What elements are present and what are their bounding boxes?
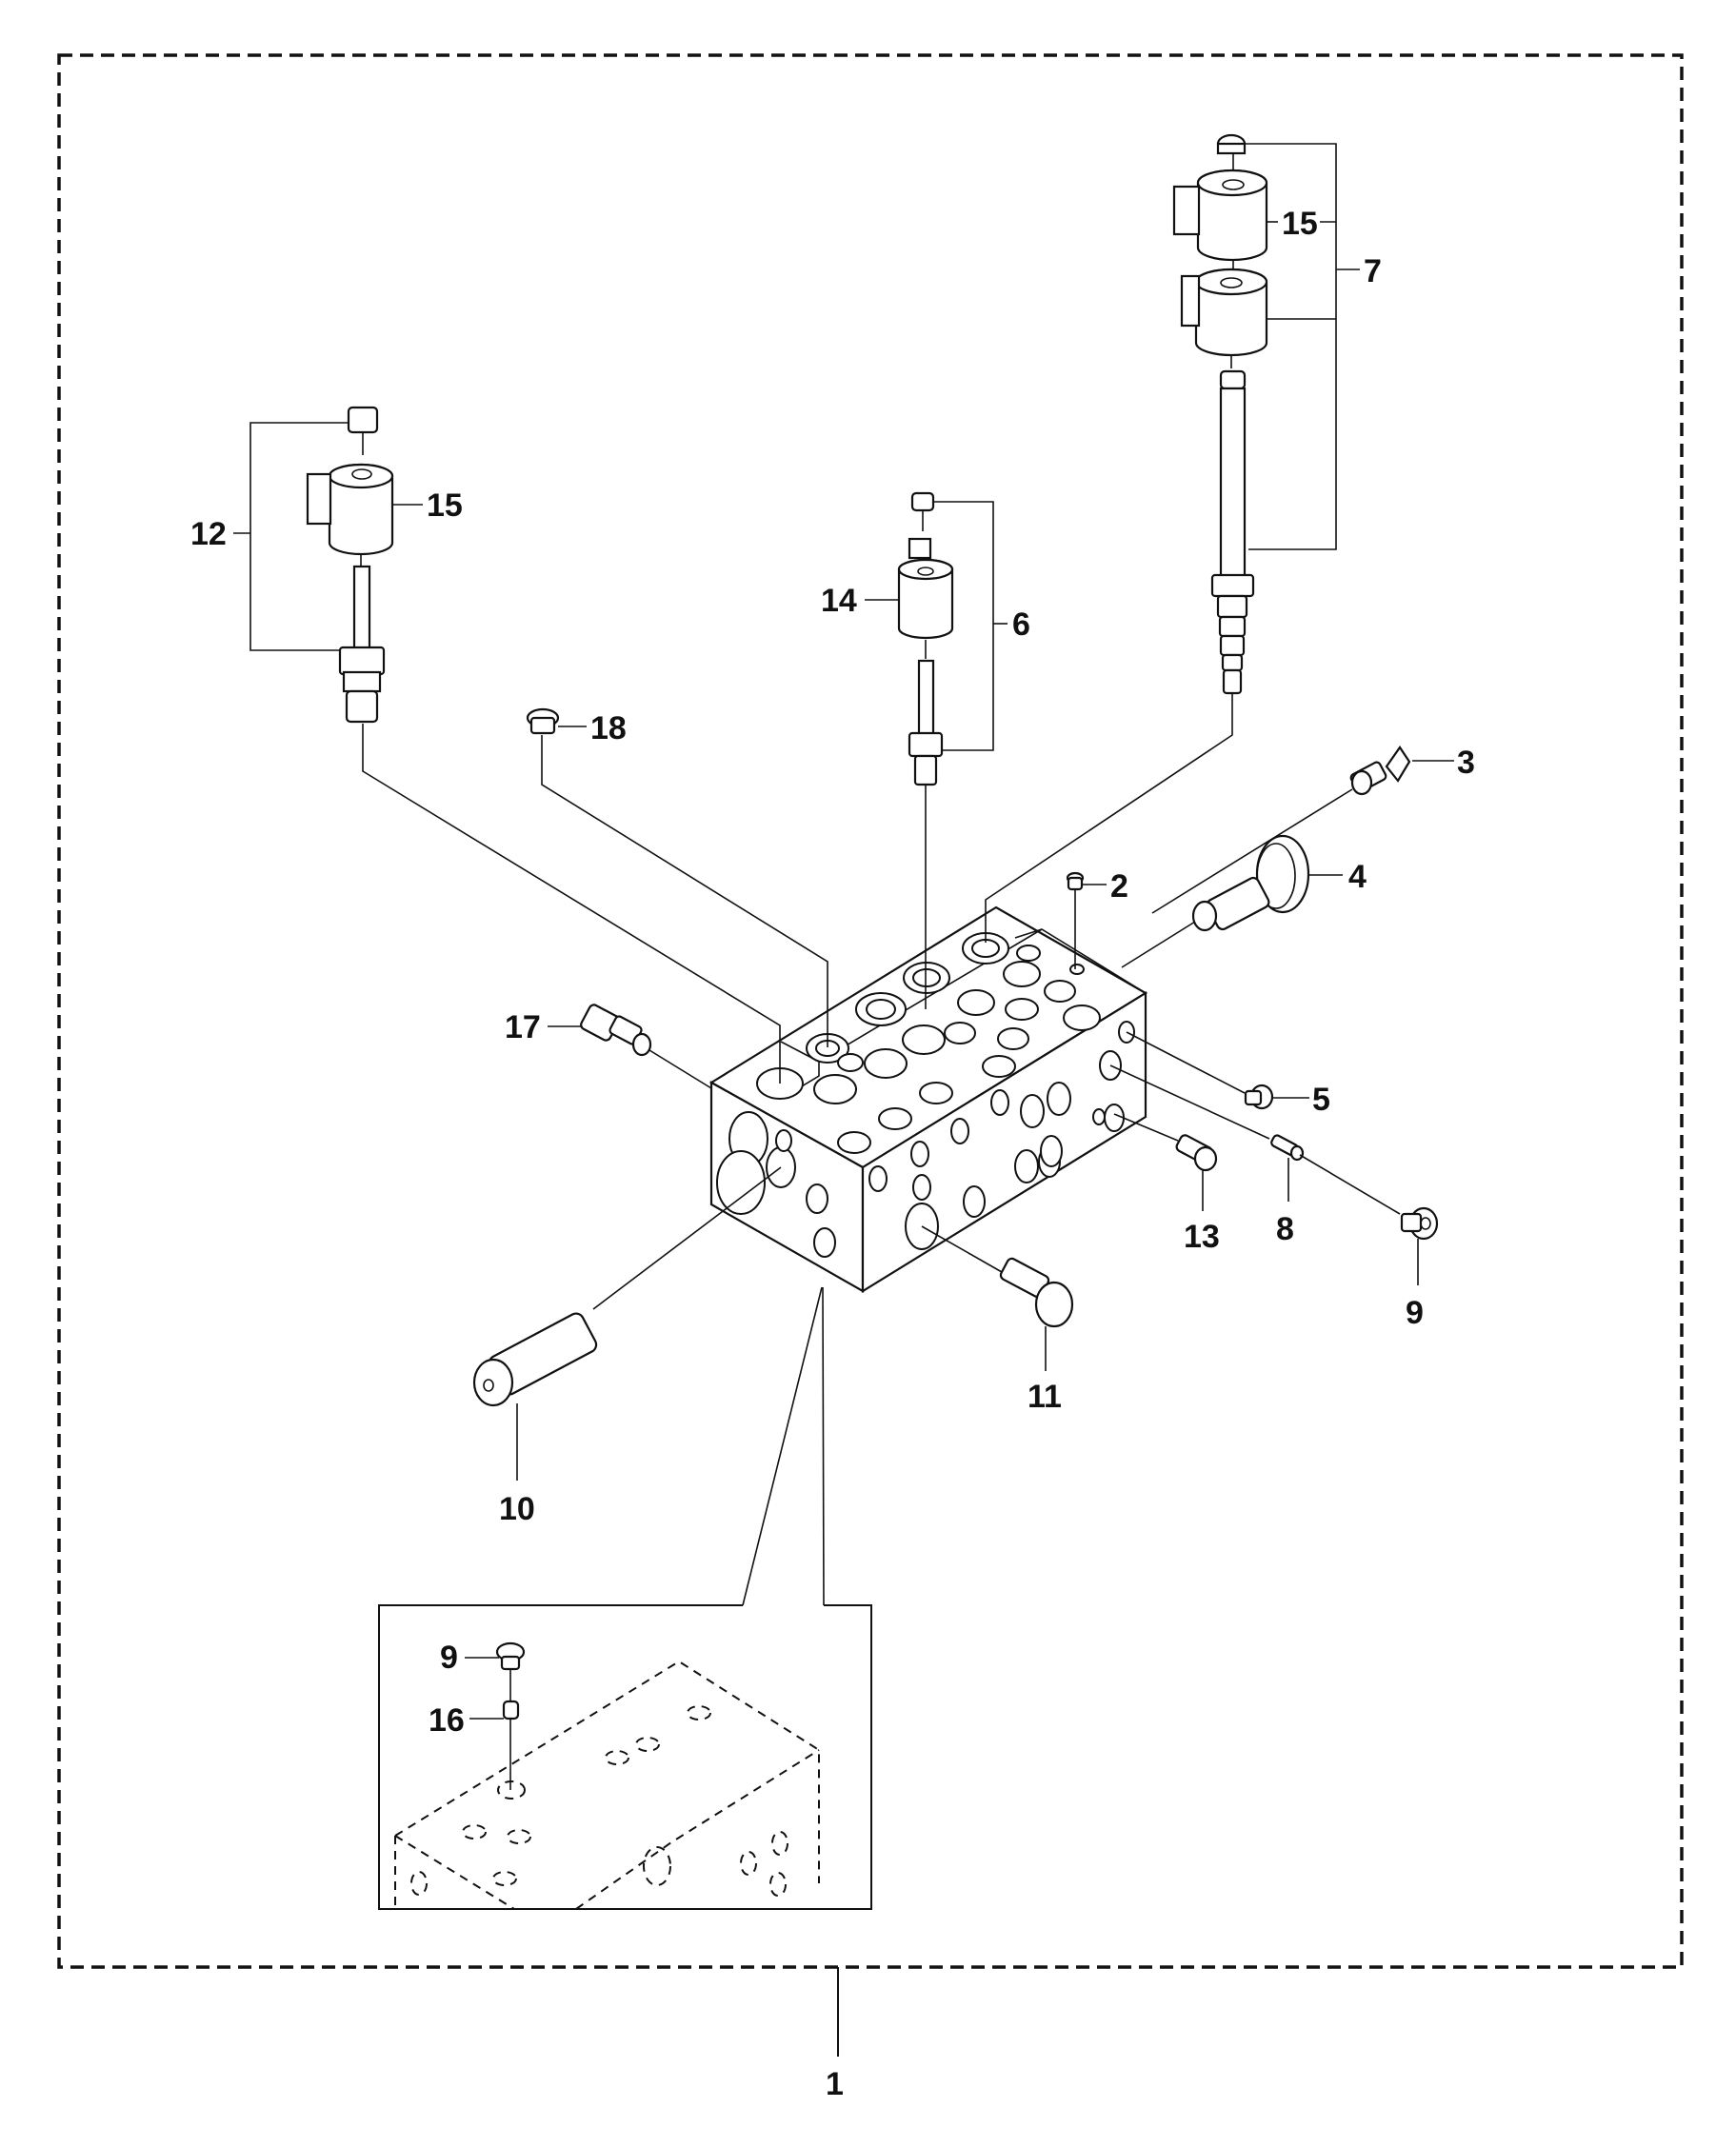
callout-4[interactable]: 4 bbox=[1348, 859, 1367, 895]
callout-11[interactable]: 11 bbox=[1028, 1379, 1062, 1415]
callout-14[interactable]: 14 bbox=[821, 583, 857, 619]
detail-inset bbox=[378, 1604, 872, 1910]
callout-5[interactable]: 5 bbox=[1312, 1082, 1330, 1118]
part-11-check-valve[interactable] bbox=[999, 1257, 1074, 1328]
leader-9-to-block bbox=[1299, 1154, 1401, 1215]
callout-12[interactable]: 12 bbox=[190, 516, 227, 552]
callout-16[interactable]: 17 bbox=[505, 1009, 541, 1045]
leader-5-to-block bbox=[1126, 1031, 1246, 1094]
leader-3-to-block bbox=[1151, 788, 1353, 914]
part-2-plug[interactable] bbox=[1066, 871, 1085, 891]
part-8-orifice-insert[interactable] bbox=[1270, 1134, 1305, 1162]
callout-15-right[interactable]: 15 bbox=[1282, 206, 1318, 242]
part-4-cartridge-valve[interactable] bbox=[1191, 834, 1310, 932]
callout-10[interactable]: 10 bbox=[499, 1491, 535, 1527]
leader-detail-a bbox=[742, 1286, 823, 1606]
callout-1[interactable]: 1 bbox=[826, 2066, 844, 2102]
leader-7-to-block bbox=[985, 693, 1233, 943]
leader-12-to-block bbox=[362, 724, 781, 1084]
callout-3[interactable]: 3 bbox=[1457, 745, 1475, 781]
part-6-solenoid-valve[interactable] bbox=[897, 491, 954, 786]
part-16-cartridge-valve[interactable] bbox=[579, 1004, 652, 1057]
leader-4-to-block bbox=[1121, 921, 1196, 968]
leader-7-bracket bbox=[1245, 143, 1337, 550]
part-12-solenoid-valve[interactable] bbox=[306, 406, 394, 724]
callout-9[interactable]: 9 bbox=[1406, 1295, 1424, 1331]
leader-18-to-block bbox=[541, 735, 828, 1047]
leader-detail-b bbox=[822, 1286, 825, 1606]
leader-8-to-block bbox=[1109, 1064, 1270, 1140]
callout-17[interactable]: 16 bbox=[429, 1702, 465, 1739]
leader-6-bracket bbox=[933, 501, 994, 751]
part-5-plug[interactable] bbox=[1244, 1084, 1274, 1110]
leader-16-to-block bbox=[649, 1049, 712, 1089]
assembly-boundary bbox=[57, 53, 1684, 1969]
part-18-plug[interactable] bbox=[526, 707, 560, 735]
leader-13-to-block bbox=[1113, 1113, 1179, 1142]
callout-7[interactable]: 7 bbox=[1364, 253, 1382, 289]
callout-2[interactable]: 2 bbox=[1110, 868, 1128, 905]
part-10-relief-valve[interactable] bbox=[472, 1311, 599, 1407]
leader-12-bracket bbox=[249, 422, 349, 651]
valve-block[interactable] bbox=[708, 905, 1148, 1293]
callout-15-left[interactable]: 15 bbox=[427, 487, 463, 524]
callout-8[interactable]: 8 bbox=[1276, 1211, 1294, 1247]
callout-9-detail[interactable]: 9 bbox=[440, 1640, 458, 1676]
part-7-double-solenoid-valve[interactable] bbox=[1172, 133, 1268, 695]
part-3-cartridge-valve[interactable] bbox=[1349, 746, 1411, 796]
leader-11-to-block bbox=[921, 1225, 1003, 1273]
part-9-plug[interactable] bbox=[1400, 1206, 1439, 1241]
callout-13[interactable]: 13 bbox=[1184, 1219, 1220, 1255]
callout-6[interactable]: 6 bbox=[1012, 607, 1030, 643]
part-13-check-insert[interactable] bbox=[1175, 1134, 1218, 1172]
callout-18[interactable]: 18 bbox=[590, 710, 627, 746]
leader-10-to-block bbox=[592, 1166, 782, 1310]
